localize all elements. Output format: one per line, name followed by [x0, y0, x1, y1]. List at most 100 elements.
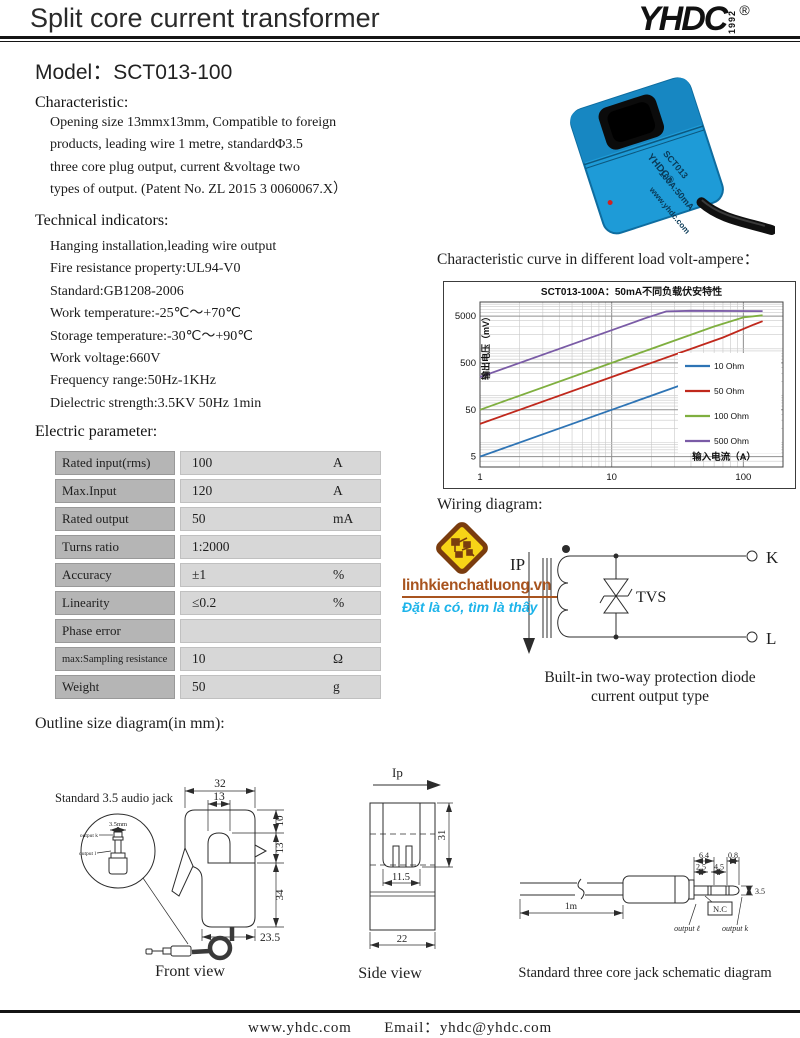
ip-direction-arrow	[427, 780, 441, 790]
dim-cable-length: 1m	[565, 902, 578, 912]
model-number: Model：SCT013-100	[35, 61, 233, 84]
param-unit: A	[333, 455, 343, 470]
audio-jack-label: Standard 3.5 audio jack	[55, 791, 174, 805]
dim-4-5: 4.5	[714, 863, 724, 872]
param-cell: Max.Input	[55, 479, 175, 503]
ct-body-outline	[184, 809, 256, 928]
jack-schematic-caption: Standard three core jack schematic diagr…	[518, 965, 772, 981]
param-value: ≤0.2	[192, 595, 217, 610]
param-cell: Weight	[55, 675, 175, 699]
param-value: 10	[192, 651, 206, 666]
param-value: 100	[192, 455, 213, 470]
dim-3-5: 3.5	[755, 887, 765, 896]
param-cell: Turns ratio	[55, 535, 175, 559]
svg-text:输出电压（mV）: 输出电压（mV）	[480, 312, 491, 380]
svg-text:5000: 5000	[455, 311, 476, 322]
front-view-drawing: Standard 3.5 audio jack 3.5mm output k o…	[55, 778, 286, 961]
nc-label: N.C	[713, 904, 727, 914]
output-l-label: output ℓ	[674, 924, 700, 933]
characteristic-line: Opening size 13mmx13mm, Compatible to fo…	[50, 115, 337, 130]
cable	[696, 197, 775, 236]
ip-label: IP	[510, 555, 525, 574]
value-cell: ≤0.2%	[180, 591, 381, 615]
value-cell: 100 A	[180, 451, 381, 475]
terminal-l	[746, 631, 758, 643]
side-view-drawing: Ip 31 11.5 22	[369, 765, 453, 949]
param-cell: Linearity	[55, 591, 175, 615]
logo-year: 1992	[727, 9, 738, 34]
dim-inner: 11.5	[392, 872, 410, 883]
technical-line: Standard:GB1208-2006	[50, 283, 184, 299]
svg-text:500 Ohm: 500 Ohm	[714, 436, 749, 446]
dim-side-width: 22	[397, 934, 408, 945]
value-cell: 1:2000	[180, 535, 381, 559]
param-unit: %	[333, 567, 345, 582]
param-value: ±1	[192, 567, 207, 582]
right-latch-tip	[254, 844, 268, 858]
dim-right-mid: 13	[274, 842, 286, 854]
param-cell: Rated input(rms)	[55, 451, 175, 475]
table-row: Rated input(rms) 100 A	[55, 451, 387, 475]
ip-arrow	[523, 638, 535, 654]
dim-0-8: 0.8	[728, 851, 738, 860]
wiring-caption: Built-in two-way protection diode curren…	[510, 668, 790, 706]
dim-6-4: 6.4	[699, 851, 709, 860]
svg-text:SCT013-100A：50mA不同负载伏安特性: SCT013-100A：50mA不同负载伏安特性	[541, 285, 722, 298]
svg-text:输入电流（A）: 输入电流（A）	[692, 451, 756, 463]
l-label: L	[766, 629, 776, 648]
characteristic-line: three core plug output, current &voltage…	[50, 159, 300, 175]
polarity-dot	[562, 545, 570, 553]
dim-width: 32	[214, 778, 226, 790]
ip-direction-label: Ip	[392, 765, 403, 780]
dim-height: 31	[437, 830, 448, 841]
electric-heading: Electric parameter:	[35, 423, 158, 440]
param-cell: Phase error	[55, 619, 175, 643]
latch-lever	[171, 846, 194, 897]
footer-website: www.yhdc.com	[248, 1020, 352, 1036]
side-body	[369, 802, 436, 931]
table-row: Max.Input 120 A	[55, 479, 387, 503]
param-value: 120	[192, 483, 213, 498]
header-rule-thick	[0, 36, 800, 39]
param-unit: A	[333, 483, 343, 498]
cable-loop	[207, 935, 233, 961]
yhdc-logo: YHDC 1992 ®	[638, 2, 750, 36]
characteristic-text: Opening size 13mmx13mm, Compatible to fo…	[50, 112, 347, 202]
registered-mark: ®	[739, 2, 750, 18]
param-unit: mA	[333, 511, 354, 526]
wiring-caption-line1: Built-in two-way protection diode	[544, 669, 756, 686]
watermark-logo-icon	[436, 522, 488, 574]
svg-text:50 Ohm: 50 Ohm	[714, 386, 744, 396]
terminal-k	[746, 550, 758, 562]
characteristic-line: products, leading wire 1 metre, standard…	[50, 137, 303, 153]
table-row: Phase error	[55, 619, 387, 643]
param-unit: Ω	[333, 651, 344, 666]
svg-text:100 Ohm: 100 Ohm	[714, 411, 749, 421]
svg-text:1: 1	[477, 472, 482, 483]
page-title: Split core current transformer	[30, 3, 380, 33]
coil	[557, 555, 571, 638]
svg-text:50: 50	[465, 405, 476, 416]
wiring-caption-line2: current output type	[591, 688, 709, 705]
svg-text:5: 5	[471, 452, 476, 463]
watermark-text: linhkienchatluong.vn	[402, 577, 558, 598]
param-unit: %	[333, 595, 345, 610]
technical-line: Storage temperature:-30℃～+90℃	[50, 328, 254, 344]
dim-opening: 13	[213, 791, 225, 803]
product-photo: YHDC® SCT013 100A:50mA www.yhdc.com	[570, 77, 775, 236]
technical-line: Work voltage:660V	[50, 351, 161, 367]
svg-text:500: 500	[460, 358, 476, 369]
side-view-caption: Side view	[358, 965, 422, 982]
output-k-label: output k	[722, 924, 748, 933]
param-value: 50	[192, 511, 206, 526]
k-label: K	[766, 548, 779, 567]
table-row: Accuracy ±1%	[55, 563, 387, 587]
svg-text:10: 10	[606, 472, 617, 483]
